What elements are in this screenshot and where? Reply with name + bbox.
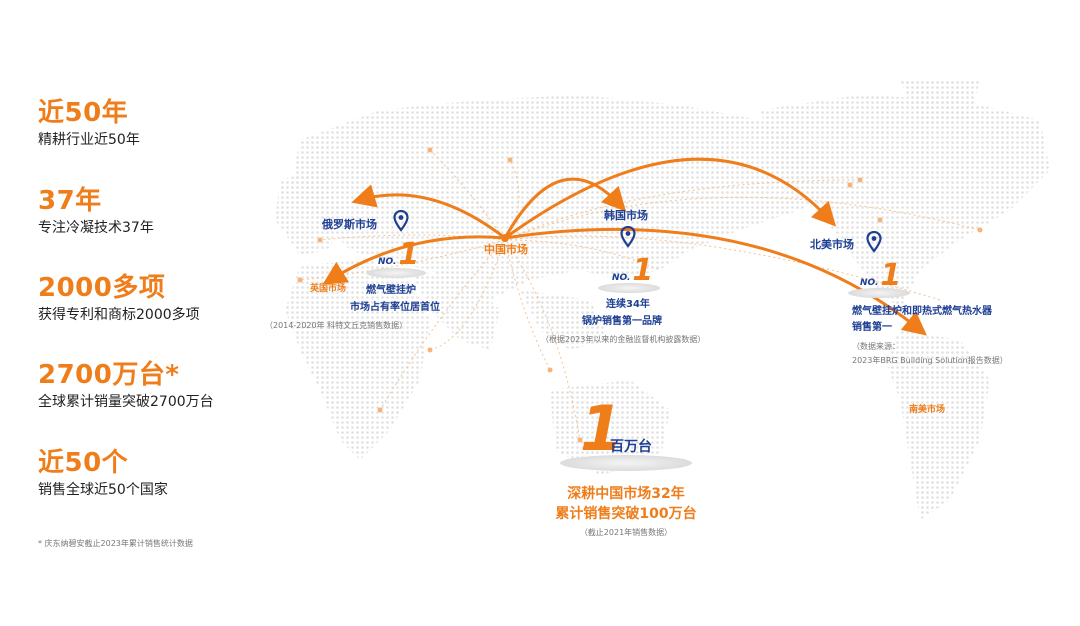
china-award-line2: 累计销售突破100万台 bbox=[555, 506, 697, 522]
stat-value: 近50年 bbox=[38, 98, 129, 128]
na-award-line2: 销售第一 bbox=[852, 322, 892, 333]
russia-award-line2: 市场占有率位居首位 bbox=[350, 302, 440, 313]
na-award-line1: 燃气壁挂炉和即热式燃气热水器 bbox=[852, 306, 992, 317]
stat-desc: 全球累计销量突破2700万台 bbox=[38, 394, 214, 410]
market-label-china: 中国市场 bbox=[484, 243, 528, 256]
location-pin-icon bbox=[866, 231, 882, 253]
city-dots bbox=[297, 147, 983, 443]
location-pin-icon bbox=[393, 210, 409, 232]
stat-countries: 近50个 销售全球近50个国家 bbox=[38, 446, 168, 500]
market-label-south-america: 南美市场 bbox=[909, 405, 946, 415]
no1-badge-north-america: NO. 1 bbox=[860, 261, 901, 291]
pedestal bbox=[848, 288, 910, 298]
stat-desc: 获得专利和商标2000多项 bbox=[38, 307, 200, 323]
korea-award-source: （根据2023年以来的金融监督机构披露数据） bbox=[541, 335, 706, 344]
stat-desc: 精耕行业近50年 bbox=[38, 132, 140, 148]
no1-badge-russia: NO. 1 bbox=[378, 240, 419, 270]
no-label: NO. bbox=[860, 278, 879, 288]
world-map bbox=[275, 80, 1050, 520]
stat-desc: 专注冷凝技术37年 bbox=[38, 220, 154, 236]
stat-value: 近50个 bbox=[38, 448, 129, 478]
location-pin-icon bbox=[620, 226, 636, 248]
stat-desc: 销售全球近50个国家 bbox=[38, 482, 168, 498]
stat-value: 2700万台* bbox=[38, 360, 180, 390]
na-award-source1: （数据来源： bbox=[852, 342, 900, 351]
korea-award-line2: 锅炉销售第一品牌 bbox=[582, 316, 662, 327]
one-label: 1 bbox=[398, 237, 420, 272]
russia-award-line1: 燃气壁挂炉 bbox=[366, 285, 416, 296]
pedestal bbox=[560, 455, 692, 471]
no-label: NO. bbox=[378, 257, 397, 267]
stat-value: 2000多项 bbox=[38, 273, 166, 303]
connection-lines bbox=[299, 149, 981, 441]
china-big-one: 1 bbox=[580, 392, 624, 465]
stat-patents: 2000多项 获得专利和商标2000多项 bbox=[38, 271, 200, 325]
one-label: 1 bbox=[880, 258, 902, 293]
no-label: NO. bbox=[612, 273, 631, 283]
china-hub bbox=[501, 234, 509, 242]
market-label-russia: 俄罗斯市场 bbox=[322, 218, 377, 231]
stat-years: 近50年 精耕行业近50年 bbox=[38, 96, 140, 150]
market-arcs bbox=[322, 157, 927, 336]
pedestal bbox=[598, 283, 660, 293]
market-label-korea: 韩国市场 bbox=[604, 209, 648, 222]
na-award-source2: 2023年BRG Building Solution报告数据） bbox=[852, 356, 1008, 365]
no1-badge-korea: NO. 1 bbox=[612, 256, 653, 286]
stat-value: 37年 bbox=[38, 186, 102, 216]
pedestal bbox=[366, 268, 426, 278]
footnote: * 庆东纳碧安截止2023年累计销售统计数据 bbox=[38, 539, 193, 548]
continents bbox=[275, 80, 1050, 520]
stat-condensing: 37年 专注冷凝技术37年 bbox=[38, 184, 154, 238]
china-award-line1: 深耕中国市场32年 bbox=[567, 486, 685, 502]
korea-award-line1: 连续34年 bbox=[606, 299, 650, 310]
stat-sales: 2700万台* 全球累计销量突破2700万台 bbox=[38, 358, 214, 412]
china-award-source: （截止2021年销售数据） bbox=[579, 528, 673, 537]
china-award-text: 深耕中国市场32年 累计销售突破100万台 bbox=[530, 484, 722, 524]
china-unit: 百万台 bbox=[610, 439, 652, 455]
market-label-uk: 英国市场 bbox=[310, 284, 347, 294]
russia-award-source: （2014-2020年 科特文丘克销售数据） bbox=[265, 321, 408, 330]
one-label: 1 bbox=[632, 253, 654, 288]
market-label-north-america: 北美市场 bbox=[810, 238, 854, 251]
